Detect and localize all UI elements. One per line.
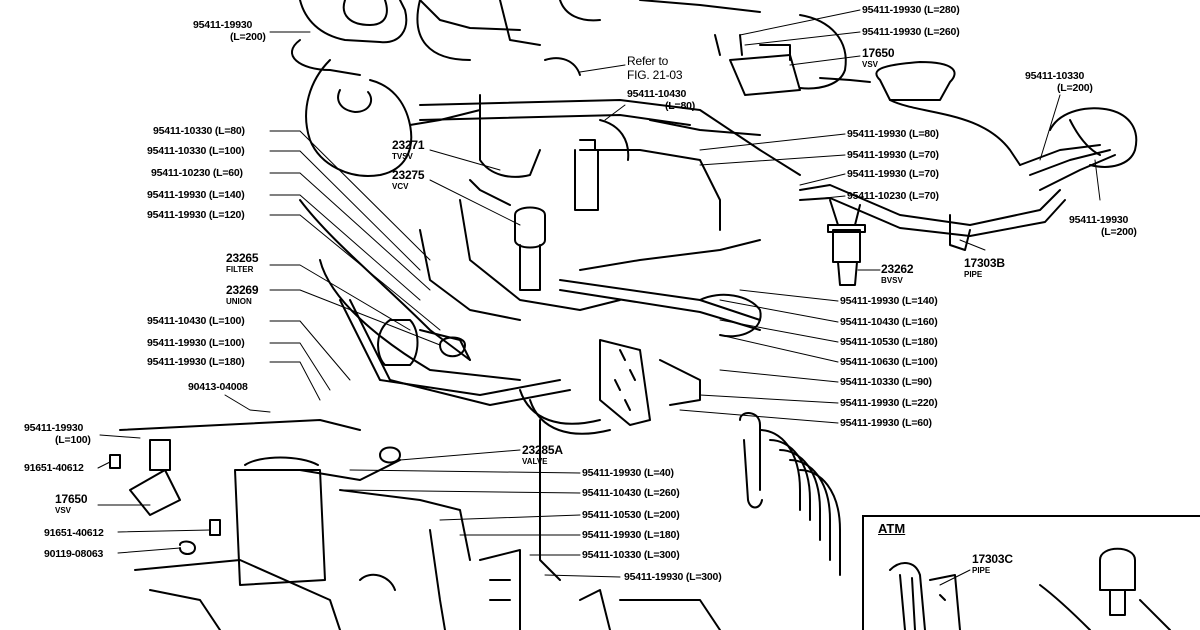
label-tvsv: TVSV [392,152,413,161]
label-95411-19930-l120: 95411-19930 (L=120) [147,209,245,221]
label-91651-40612-a: 91651-40612 [24,462,84,474]
atm-title: ATM [878,521,906,536]
label-95411-19930-l260: 95411-19930 (L=260) [862,26,960,38]
label-95411-10330-l100: 95411-10330 (L=100) [147,145,245,157]
atm-inset-frame [862,515,1200,630]
label-95411-10230-l60: 95411-10230 (L=60) [151,167,243,179]
label-95411-19930-l70-b: 95411-19930 (L=70) [847,168,939,180]
label-95411-19930-l140-right: 95411-19930 (L=140) [840,295,938,307]
label-23275: 23275 [392,168,425,182]
label-95411-10630-l100: 95411-10630 (L=100) [840,356,938,368]
label-filter: FILTER [226,265,254,274]
label-refer-to: Refer to [627,54,669,68]
label-95411-19930-l180-left: 95411-19930 (L=180) [147,356,245,368]
label-95411-10330-l300: 95411-10330 (L=300) [582,549,680,561]
label-95411-19930-l200-right: 95411-19930 [1069,214,1129,226]
atm-inset-drawing [889,547,1171,630]
label-95411-10530-l180: 95411-10530 (L=180) [840,336,938,348]
label-bvsv: BVSV [881,276,903,285]
label-l200-right2-sub: (L=200) [1101,226,1137,238]
label-95411-19930-l220: 95411-19930 (L=220) [840,397,938,409]
top-components [109,0,1138,630]
label-95411-19930-l280: 95411-19930 (L=280) [862,4,960,16]
label-23262: 23262 [881,262,914,276]
label-23285a: 23285A [522,443,563,457]
label-95411-10330-l200: 95411-10330 [1025,70,1085,82]
label-17303b: 17303B [964,256,1005,270]
label-90413-04008: 90413-04008 [188,381,248,393]
label-pipe-c: PIPE [972,566,991,575]
label-vcv: VCV [392,182,409,191]
label-23271: 23271 [392,138,425,152]
label-valve: VALVE [522,457,548,466]
label-95411-19930-l100-bl: 95411-19930 [24,422,84,434]
label-vsv-bottom: VSV [55,506,72,515]
label-l200-right-sub: (L=200) [1057,82,1093,94]
label-95411-19930-l140-left: 95411-19930 (L=140) [147,189,245,201]
label-l100-bl-sub: (L=100) [55,434,91,446]
label-17303c: 17303C [972,552,1013,566]
label-vsv-top: VSV [862,60,879,69]
label-pipe-b: PIPE [964,270,983,279]
label-l200-top-sub: (L=200) [230,31,266,43]
label-95411-19930-l200-top: 95411-19930 [193,19,253,31]
label-95411-10230-l70: 95411-10230 (L=70) [847,190,939,202]
label-95411-19930-l80-right: 95411-19930 (L=80) [847,128,939,140]
label-95411-10530-l200: 95411-10530 (L=200) [582,509,680,521]
leader-lines [97,9,1101,586]
label-union: UNION [226,297,252,306]
label-95411-19930-l180-bottom: 95411-19930 (L=180) [582,529,680,541]
label-23269: 23269 [226,283,259,297]
label-95411-10330-l80: 95411-10330 (L=80) [153,125,245,137]
label-95411-10430-l80: 95411-10430 [627,88,687,100]
label-95411-19930-l40: 95411-19930 (L=40) [582,467,674,479]
label-91651-40612-b: 91651-40612 [44,527,104,539]
label-95411-10430-l260: 95411-10430 (L=260) [582,487,680,499]
label-fig-21-03: FIG. 21-03 [627,68,683,82]
label-90119-08063: 90119-08063 [44,548,104,560]
label-95411-19930-l100: 95411-19930 (L=100) [147,337,245,349]
label-95411-10430-l160: 95411-10430 (L=160) [840,316,938,328]
label-95411-19930-l70-a: 95411-19930 (L=70) [847,149,939,161]
label-95411-19930-l300: 95411-19930 (L=300) [624,571,722,583]
label-23265: 23265 [226,251,259,265]
label-l80-sub: (L=80) [665,100,696,112]
label-95411-19930-l60: 95411-19930 (L=60) [840,417,932,429]
label-95411-10330-l90: 95411-10330 (L=90) [840,376,932,388]
label-95411-10430-l100: 95411-10430 (L=100) [147,315,245,327]
label-17650-top: 17650 [862,46,895,60]
label-17650-bottom: 17650 [55,492,88,506]
